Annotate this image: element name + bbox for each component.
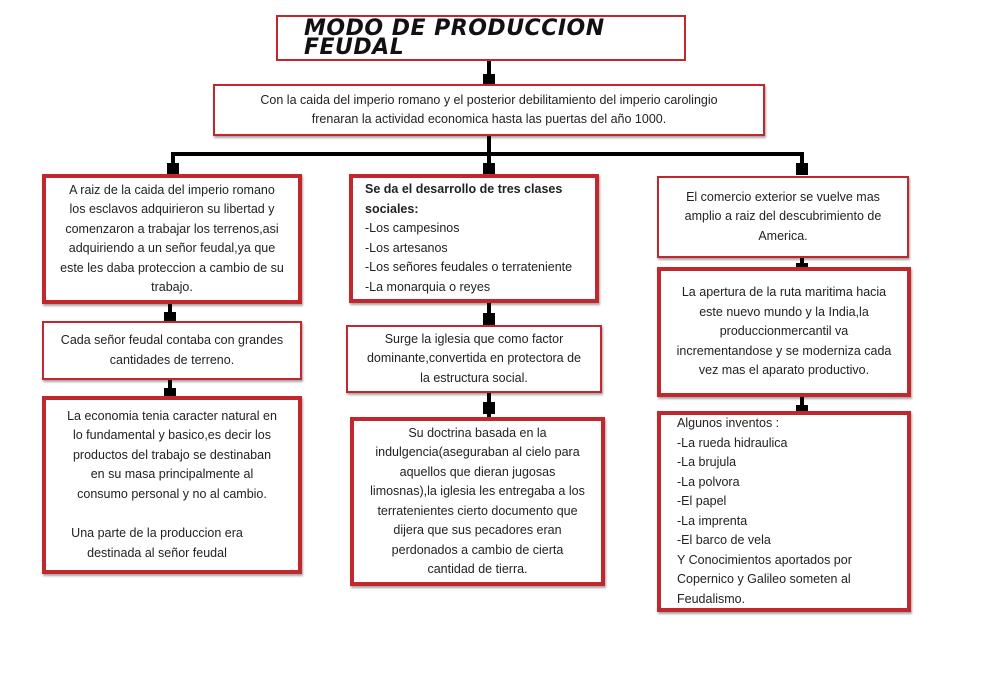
text-line: consumo personal y no al cambio. — [77, 486, 267, 501]
text-line: amplio a raiz del descubrimiento de — [684, 209, 882, 224]
text-line: Una parte de la produccion era — [71, 526, 243, 541]
list-item: -La monarquia o reyes — [365, 279, 491, 294]
right-box-3: Algunos inventos : -La rueda hidraulica … — [657, 411, 911, 612]
list-item: -La rueda hidraulica — [677, 435, 788, 450]
classes-heading: sociales: — [365, 201, 419, 216]
right-box-2: La apertura de la ruta maritima hacia es… — [657, 267, 911, 397]
text-line: aquellos que dieran jugosas — [399, 464, 556, 479]
title-box: MODO DE PRODUCCION FEUDAL — [276, 15, 686, 61]
text-line: este les daba proteccion a cambio de su — [60, 260, 284, 275]
list-item: -Los campesinos — [365, 221, 460, 235]
text-line: comenzaron a trabajar los terrenos,asi — [65, 221, 279, 236]
text-line: Feudalismo. — [677, 591, 746, 606]
intro-line: Con la caida del imperio romano y el pos… — [260, 92, 718, 107]
text-line: la estructura social. — [420, 370, 528, 385]
paragraph-spacer — [46, 504, 298, 524]
connector-right-2-3 — [800, 397, 804, 411]
inventions-heading: Algunos inventos : — [677, 416, 780, 430]
text-line: Copernico y Galileo someten al — [677, 572, 851, 586]
text-line: destinada al señor feudal — [87, 545, 227, 560]
connector-intro-branch — [487, 136, 491, 154]
text-line: dominante,convertida en protectora de — [366, 351, 582, 366]
text-line: El comercio exterior se vuelve mas — [686, 189, 880, 204]
text-line: produccionmercantil va — [719, 324, 849, 339]
connector-knot — [483, 163, 495, 175]
intro-box: Con la caida del imperio romano y el pos… — [213, 84, 765, 136]
list-item: -La polvora — [677, 474, 740, 489]
text-line: vez mas el aparato productivo. — [698, 363, 870, 378]
middle-box-2: Surge la iglesia que como factor dominan… — [346, 325, 602, 393]
text-line: los esclavos adquirieron su libertad y — [69, 202, 275, 216]
list-item: -El barco de vela — [677, 533, 771, 547]
list-item: -La brujula — [677, 455, 737, 469]
connector-knot — [483, 74, 495, 86]
list-item: -Los señores feudales o terrateniente — [365, 260, 573, 274]
text-line: cantidad de tierra. — [427, 562, 528, 576]
middle-box-3: Su doctrina basada en la indulgencia(ase… — [350, 417, 605, 586]
text-line: La economia tenia caracter natural en — [67, 408, 277, 423]
text-line: perdonados a cambio de cierta — [391, 542, 564, 557]
text-line: Y Conocimientos aportados por — [677, 552, 852, 567]
connector-knot — [167, 163, 179, 175]
left-box-1: A raiz de la caida del imperio romano lo… — [42, 174, 302, 304]
text-line: Su doctrina basada en la — [408, 425, 547, 440]
connector-right-drop — [800, 152, 804, 170]
connector-knot — [796, 163, 808, 175]
classes-heading: Se da el desarrollo de tres clases — [365, 182, 563, 196]
text-line: en su masa principalmente al — [90, 467, 254, 482]
text-line: A raiz de la caida del imperio romano — [69, 182, 275, 197]
text-line: adquiriendo a un señor feudal,ya que — [68, 241, 276, 255]
connector-knot — [483, 402, 495, 414]
text-line: dijera que sus pecadores eran — [393, 523, 562, 537]
text-line: America. — [758, 228, 808, 243]
text-line: indulgencia(aseguraban al cielo para — [375, 445, 580, 459]
connector-title-intro — [487, 61, 491, 85]
text-line: Surge la iglesia que como factor — [384, 331, 564, 346]
left-box-3: La economia tenia caracter natural en lo… — [42, 396, 302, 574]
text-line: La apertura de la ruta maritima hacia — [681, 285, 887, 300]
text-line: trabajo. — [151, 280, 193, 294]
connector-knot — [483, 313, 495, 325]
text-line: limosnas),la iglesia les entregaba a los — [370, 484, 585, 498]
intro-line: frenaran la actividad economica hasta la… — [311, 112, 667, 126]
list-item: -Los artesanos — [365, 240, 448, 255]
page-title: MODO DE PRODUCCION FEUDAL — [304, 15, 605, 60]
middle-box-1: Se da el desarrollo de tres clases socia… — [349, 174, 599, 303]
connector-middle-drop — [487, 152, 491, 170]
right-box-1: El comercio exterior se vuelve mas ampli… — [657, 176, 909, 258]
text-line: productos del trabajo se destinaban — [72, 447, 272, 462]
connector-left-drop — [171, 152, 175, 170]
list-item: -La imprenta — [677, 513, 748, 528]
text-line: lo fundamental y basico,es decir los — [72, 428, 272, 443]
left-box-2: Cada señor feudal contaba con grandes ca… — [42, 321, 302, 380]
text-line: incrementandose y se moderniza cada — [676, 343, 892, 358]
text-line: Cada señor feudal contaba con grandes — [60, 333, 284, 347]
text-line: este nuevo mundo y la India,la — [699, 304, 869, 319]
text-line: terratenientes cierto documento que — [377, 503, 578, 518]
text-line: cantidades de terreno. — [109, 352, 235, 367]
list-item: -El papel — [677, 494, 727, 508]
